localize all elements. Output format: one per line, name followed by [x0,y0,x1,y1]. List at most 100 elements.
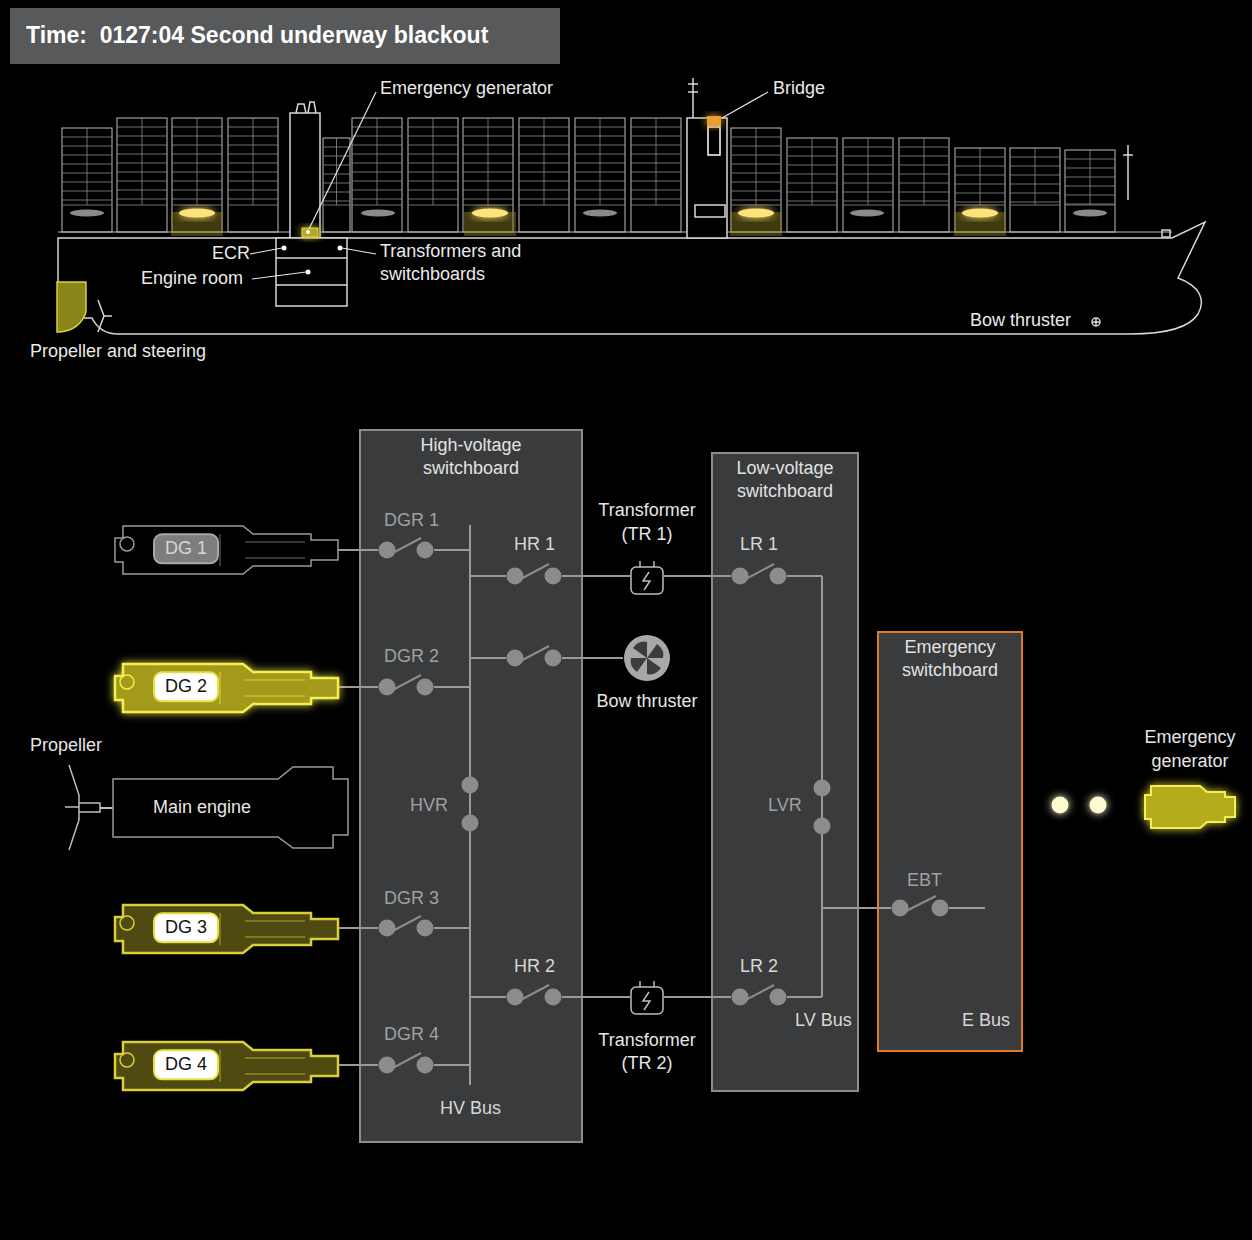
generator-detail [220,913,305,945]
title-bar: Time: 0127:04 Second underway blackout [10,8,560,64]
breaker-contact [379,679,396,696]
node-shape [630,560,664,595]
funnel [290,113,320,238]
container-stack [1010,148,1060,232]
breaker-contact [507,568,524,585]
node-shape [115,660,338,714]
node-box: Emergency switchboard [878,632,1022,1051]
container-lines [731,128,781,205]
bus-wire [360,686,470,688]
bus-wire [360,1064,470,1066]
part-label: HR 1 [514,533,555,556]
breaker-contact [507,650,524,667]
leader-line [252,272,306,279]
node-label: DG 2 [153,671,219,702]
bow-hawse [1162,230,1170,237]
part-label: HV Bus [440,1097,501,1120]
container-stack [62,128,112,232]
bus-wire [985,803,1022,807]
part-label: Engine room [141,267,243,290]
part-label: Bridge [773,77,825,100]
breaker-contact [462,777,479,794]
breaker-contact [932,900,949,917]
container-lines [899,138,949,205]
part-label: DGR 3 [384,887,439,910]
part-label: DGR 1 [384,509,439,532]
bus-connector [338,549,360,551]
bridge-window [708,127,720,155]
part-label: HVR [410,794,448,817]
breaker-contact-closed [1090,797,1107,814]
node-tr: Transformer (TR 2) [630,980,664,1015]
node-label: Emergency generator [1135,726,1245,773]
bus-connector [338,927,360,929]
emergency-generator-dot [306,230,310,234]
container-lines [575,118,625,205]
breaker-contact [417,1057,434,1074]
node-label: Low-voltage switchboard [725,457,845,504]
breaker-contact [892,900,909,917]
node-label: Emergency switchboard [890,636,1010,683]
bow-thruster-symbol [1092,318,1100,326]
generator-outline [115,526,338,574]
bus-wire [360,927,470,929]
node-label: DG 4 [153,1049,219,1080]
bus-connector [1022,803,1145,807]
breaker-contact [770,989,787,1006]
ship-hull [58,78,1205,334]
leader-line [342,248,376,254]
ecr-dot [282,246,287,251]
part-label: LVR [768,794,802,817]
node-label: DG 1 [153,533,219,564]
transformer-symbol [640,981,654,1010]
mast [688,78,1133,200]
bridge-tower [687,118,727,238]
container-lines [228,118,278,205]
leader-line [250,248,282,254]
container-stack [899,138,949,232]
part-label: LV Bus [795,1009,852,1032]
container-lines [631,118,681,205]
container-stack [787,138,837,232]
node-dg: DG 3 [115,901,338,955]
node-box: Low-voltage switchboard [712,453,858,1091]
part-label: ECR [212,242,250,265]
node-shape [115,1038,338,1092]
part-label: EBT [907,869,942,892]
thruster-blades [631,642,664,675]
container-stack [843,138,893,232]
container-stack [228,118,278,232]
node-shape [712,453,858,1091]
node-label: High-voltage switchboard [401,434,541,481]
bus-wire [712,996,822,998]
part-label: E Bus [962,1009,1010,1032]
generator-outline [115,905,338,953]
node-label: Main engine [153,796,251,819]
node-dg: DG 2 [115,660,338,714]
part-label: Bow thruster [970,309,1071,332]
node-label: Transformer (TR 1) [582,499,712,546]
engine-room-dot [306,270,311,275]
bridge-highlight [707,116,721,126]
breaker-contact [417,920,434,937]
node-shape [115,522,338,576]
breaker-contact [814,780,831,797]
container-lines [352,118,402,205]
generator-detail [220,1050,305,1082]
light-off [583,210,617,217]
funnel-top [296,102,316,113]
transformer-dot [338,246,343,251]
breaker-contact [732,989,749,1006]
light-off [361,210,395,217]
bus-wire [360,549,470,551]
light-on [179,209,215,218]
breaker-contact [379,1057,396,1074]
part-label: HR 2 [514,955,555,978]
node-shape [55,765,100,850]
node-dg: DG 1 [115,522,338,576]
leader-line [722,92,768,118]
bus-connector [858,907,878,909]
part-label: Propeller and steering [30,340,206,363]
breaker-contact [462,815,479,832]
node-shape [1145,783,1235,830]
